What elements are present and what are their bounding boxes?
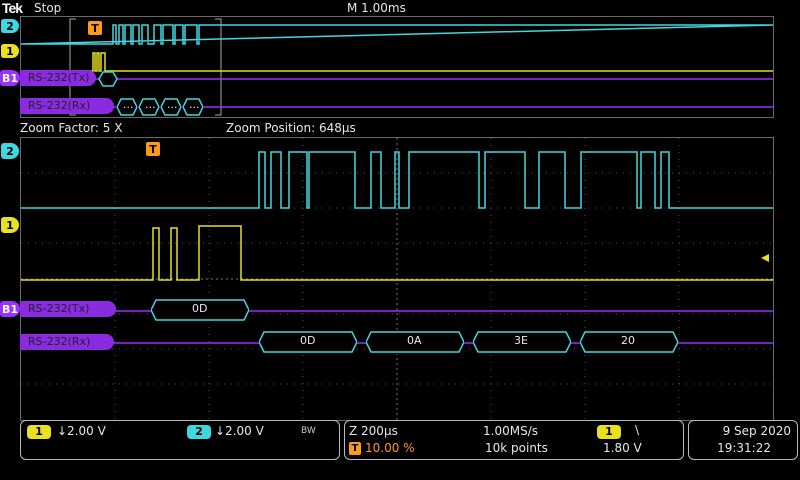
tx-packet-label: 0D: [192, 302, 208, 315]
zoom-ch2-marker[interactable]: 2: [1, 143, 19, 159]
overview-trigger-marker[interactable]: T: [88, 21, 102, 35]
datetime-box: 9 Sep 2020 19:31:22: [688, 420, 798, 460]
ch1-chip[interactable]: 1: [27, 425, 51, 439]
trigger-slope-icon: \: [635, 423, 640, 437]
rx-packet[interactable]: 3E: [473, 330, 571, 354]
overview-rx-packet-label: ...: [167, 98, 178, 111]
overview-tx-label: RS-232(Tx): [20, 70, 96, 86]
zoom-ch2-trace: [21, 151, 773, 209]
zoom-ch1-trace: [21, 225, 773, 281]
rx-packet-label: 3E: [514, 334, 528, 347]
overview-rx-label: RS-232(Rx): [20, 98, 114, 114]
run-state: Stop: [34, 1, 62, 15]
rx-packet-label: 0A: [407, 334, 422, 347]
trigger-source-chip[interactable]: 1: [597, 425, 621, 439]
ch2-scale: ↓2.00 V: [215, 424, 264, 438]
trigger-level: 1.80 V: [603, 441, 642, 455]
overview-rx-packet: ...: [139, 97, 159, 117]
zoom-tx-label: RS-232(Tx): [20, 301, 116, 317]
zoom-trigger-marker[interactable]: T: [146, 142, 160, 156]
zoom-position: Zoom Position: 648µs: [226, 121, 356, 135]
date-readout: 9 Sep 2020: [722, 424, 791, 438]
zoom-scale: Z 200µs: [349, 424, 398, 438]
ch2-chip[interactable]: 2: [187, 425, 211, 439]
overview-ch2-trace: [21, 24, 773, 45]
sample-rate: 1.00MS/s: [483, 424, 538, 438]
overview-waveform-panel: ... ... ... ...: [20, 16, 774, 118]
rx-packet-label: 0D: [300, 334, 316, 347]
overview-ch2-marker[interactable]: 2: [1, 19, 19, 33]
zoom-factor: Zoom Factor: 5 X: [20, 121, 123, 135]
overview-rx-packet: ...: [161, 97, 181, 117]
timebase-readout: M 1.00ms: [347, 1, 406, 15]
overview-ch1-trace: [21, 52, 773, 72]
overview-rx-packet-label: ...: [123, 98, 134, 111]
rx-packet[interactable]: 0A: [366, 330, 464, 354]
trigger-position: 10.00 %: [365, 441, 415, 455]
overview-rx-packet: ...: [117, 97, 137, 117]
bandwidth-limit-indicator: BW: [301, 426, 316, 436]
zoom-ch1-marker[interactable]: 1: [1, 217, 19, 233]
tx-packet[interactable]: 0D: [151, 298, 249, 322]
trigger-position-icon: T: [349, 442, 361, 455]
ch1-scale: ↓2.00 V: [57, 424, 106, 438]
zoom-rx-label: RS-232(Rx): [20, 334, 114, 350]
overview-rx-packet: ...: [183, 97, 203, 117]
overview-ch1-marker[interactable]: 1: [1, 44, 19, 58]
rx-packet[interactable]: 20: [580, 330, 678, 354]
tek-logo: Tek: [2, 0, 23, 16]
overview-rx-packet-label: ...: [189, 98, 200, 111]
overview-rx-packet-label: ...: [145, 98, 156, 111]
time-readout: 19:31:22: [717, 441, 771, 455]
acquisition-box[interactable]: Z 200µs 1.00MS/s 1 \ T 10.00 % 10k point…: [344, 420, 684, 460]
overview-bus-marker[interactable]: B1: [0, 70, 20, 86]
zoom-bus-marker[interactable]: B1: [0, 301, 20, 317]
rx-packet[interactable]: 0D: [259, 330, 357, 354]
record-length: 10k points: [485, 441, 548, 455]
channel-scale-box[interactable]: 1 ↓2.00 V 2 ↓2.00 V BW: [20, 420, 340, 460]
zoom-waveform-panel: 0D 0D 0A 3E 20: [20, 137, 774, 421]
rx-packet-label: 20: [621, 334, 635, 347]
zoom-waveforms: [21, 138, 773, 420]
